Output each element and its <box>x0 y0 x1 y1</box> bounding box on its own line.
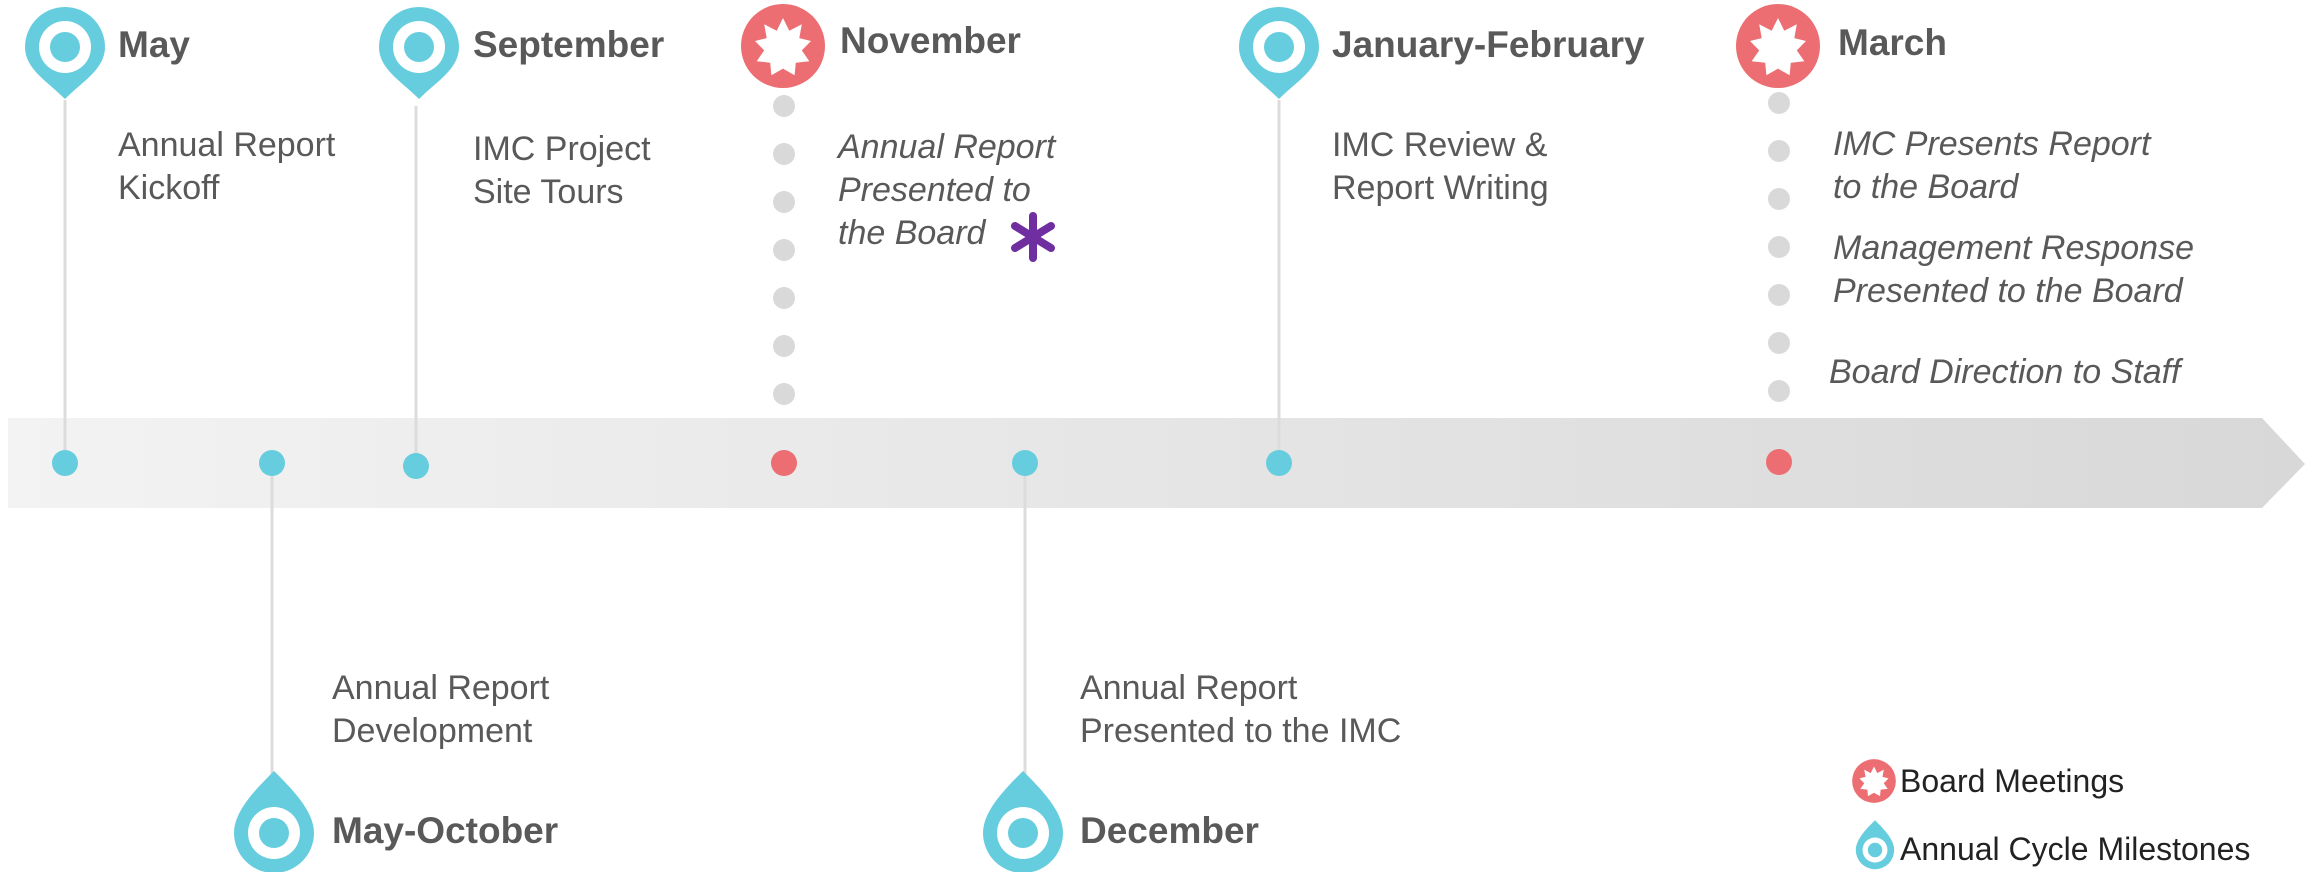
dotted-connector-november <box>773 95 795 405</box>
milestone-desc-may-october: Annual Report Development <box>332 667 549 753</box>
board-meeting-icon <box>741 4 825 88</box>
board-meetings-legend-icon <box>1852 759 1896 803</box>
map-pin-icon <box>234 771 314 872</box>
timeline-arrow <box>8 418 2305 508</box>
desc-line: Board Direction to Staff <box>1829 353 2181 391</box>
milestone-desc-november: Annual Report Presented to the Board <box>838 126 1055 255</box>
desc-line: Kickoff <box>118 169 220 207</box>
march-item-2: Management Response Presented to the Boa… <box>1833 227 2194 313</box>
timeline-dot-november <box>771 450 797 476</box>
milestone-title-november: November <box>840 20 1021 61</box>
desc-line: Annual Report <box>118 126 336 164</box>
milestone-title-may: May <box>118 24 190 65</box>
timeline-dot-september <box>403 453 429 479</box>
timeline-dot-march <box>1766 449 1792 475</box>
timeline-dot-may-october <box>259 450 285 476</box>
map-pin-icon <box>379 7 459 99</box>
milestone-title-december: December <box>1080 810 1259 851</box>
map-pin-icon <box>25 7 105 99</box>
desc-line: Presented to <box>838 171 1031 209</box>
desc-line: Annual Report <box>332 669 550 707</box>
desc-line: Development <box>332 712 533 750</box>
dotted-connector-march <box>1768 92 1790 402</box>
map-pin-icon <box>1239 7 1319 99</box>
milestone-title-september: September <box>473 24 665 65</box>
desc-line: Site Tours <box>473 173 624 211</box>
timeline-dot-may <box>52 450 78 476</box>
desc-line: IMC Presents Report <box>1833 125 2151 163</box>
desc-line: IMC Review & <box>1332 126 1548 164</box>
board-meeting-icon <box>1736 4 1820 88</box>
milestone-desc-january-february: IMC Review & Report Writing <box>1332 124 1549 210</box>
asterisk-icon <box>1011 212 1055 262</box>
desc-line: Presented to the Board <box>1833 272 2183 310</box>
milestone-desc-may: Annual Report Kickoff <box>118 124 335 210</box>
desc-line: IMC Project <box>473 130 651 168</box>
milestone-title-march: March <box>1838 22 1947 63</box>
milestone-desc-december: Annual Report Presented to the IMC <box>1080 667 1401 753</box>
desc-line: Management Response <box>1833 229 2195 267</box>
legend-board-meetings: Board Meetings <box>1900 763 2125 799</box>
milestone-desc-september: IMC Project Site Tours <box>473 128 651 214</box>
desc-line: Report Writing <box>1332 169 1549 207</box>
legend-annual-cycle-milestones: Annual Cycle Milestones <box>1900 831 2251 867</box>
timeline-dot-december <box>1012 450 1038 476</box>
map-pin-icon <box>983 771 1063 872</box>
march-item-1: IMC Presents Report to the Board <box>1833 123 2150 209</box>
desc-line: Presented to the IMC <box>1080 712 1402 750</box>
milestone-title-may-october: May-October <box>332 810 559 851</box>
desc-line: Annual Report <box>838 128 1056 166</box>
desc-line: Annual Report <box>1080 669 1298 707</box>
desc-line: to the Board <box>1833 168 2019 206</box>
march-item-3: Board Direction to Staff <box>1829 351 2181 394</box>
milestone-pin-legend-icon <box>1855 820 1895 870</box>
timeline-dot-january-february <box>1266 450 1292 476</box>
milestone-title-january-february: January-February <box>1332 24 1645 65</box>
desc-line: the Board <box>838 214 986 252</box>
